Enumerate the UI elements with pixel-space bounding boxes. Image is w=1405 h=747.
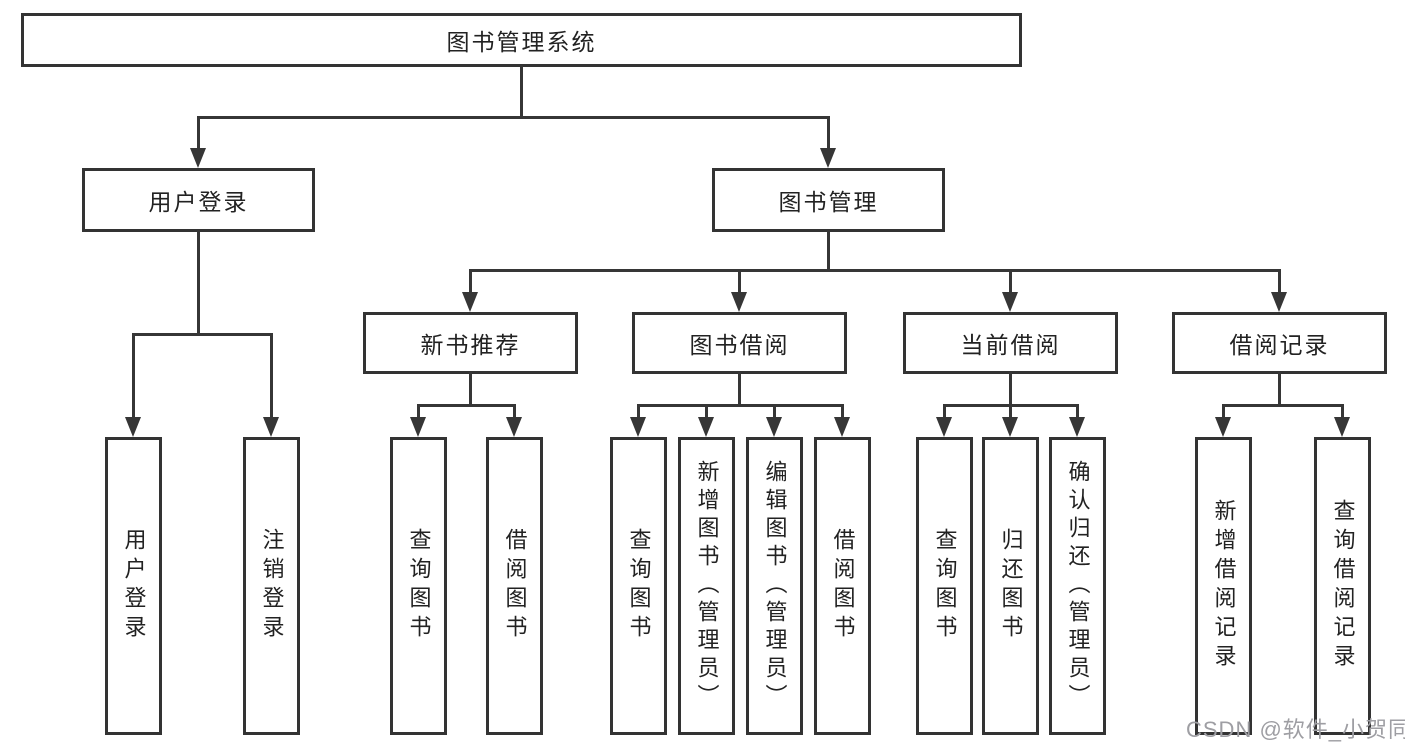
connector-line (132, 333, 273, 336)
arrow-down-icon (1271, 292, 1287, 312)
node-book-borrow: 图书借阅 (632, 312, 847, 374)
leaf-borrow-add-admin-label: 新增图书（管理员） (694, 460, 720, 712)
leaf-newbook-query-label: 查询图书 (406, 528, 432, 644)
leaf-return-book: 归还图书 (982, 437, 1039, 735)
connector-line (1009, 372, 1012, 407)
node-book-borrow-label: 图书借阅 (689, 332, 790, 358)
connector-line (1076, 404, 1079, 420)
connector-line (197, 116, 830, 119)
connector-line (469, 269, 472, 295)
leaf-user-login-label: 用户登录 (121, 528, 147, 644)
leaf-query-borrow-record-label: 查询借阅记录 (1330, 499, 1356, 673)
node-book-management: 图书管理 (712, 168, 945, 232)
arrow-down-icon (1002, 292, 1018, 312)
arrow-down-icon (125, 417, 141, 437)
node-current-borrow-label: 当前借阅 (960, 332, 1061, 358)
leaf-logout: 注销登录 (243, 437, 300, 735)
arrow-down-icon (410, 417, 426, 437)
leaf-borrow-query: 查询图书 (610, 437, 667, 735)
leaf-borrow-add-admin: 新增图书（管理员） (678, 437, 735, 735)
leaf-borrow-book-label: 借阅图书 (830, 528, 856, 644)
connector-line (1341, 404, 1344, 420)
arrow-down-icon (462, 292, 478, 312)
arrow-down-icon (698, 417, 714, 437)
leaf-borrow-book: 借阅图书 (814, 437, 871, 735)
node-book-management-label: 图书管理 (778, 189, 879, 215)
leaf-newbook-query: 查询图书 (390, 437, 447, 735)
arrow-down-icon (1215, 417, 1231, 437)
connector-line (520, 65, 523, 118)
node-borrow-records: 借阅记录 (1172, 312, 1387, 374)
arrow-down-icon (936, 417, 952, 437)
connector-line (513, 404, 516, 420)
connector-line (1278, 372, 1281, 407)
connector-line (1222, 404, 1344, 407)
connector-line (469, 372, 472, 407)
leaf-return-book-label: 归还图书 (998, 528, 1024, 644)
connector-line (197, 230, 200, 335)
connector-line (197, 116, 200, 150)
leaf-confirm-return-admin-label: 确认归还（管理员） (1065, 460, 1091, 712)
connector-line (637, 404, 640, 420)
connector-line (637, 404, 844, 407)
connector-line (417, 404, 516, 407)
connector-line (1222, 404, 1225, 420)
node-root-label: 图书管理系统 (446, 29, 597, 55)
node-new-book-recommend-label: 新书推荐 (420, 332, 521, 358)
connector-line (1009, 269, 1012, 295)
connector-line (270, 333, 273, 420)
leaf-current-query: 查询图书 (916, 437, 973, 735)
leaf-borrow-edit-admin: 编辑图书（管理员） (746, 437, 803, 735)
node-current-borrow: 当前借阅 (903, 312, 1118, 374)
node-root-system: 图书管理系统 (21, 13, 1022, 67)
leaf-current-query-label: 查询图书 (932, 528, 958, 644)
leaf-query-borrow-record: 查询借阅记录 (1314, 437, 1371, 735)
leaf-newbook-borrow-label: 借阅图书 (502, 528, 528, 644)
leaf-confirm-return-admin: 确认归还（管理员） (1049, 437, 1106, 735)
connector-line (417, 404, 420, 420)
arrow-down-icon (731, 292, 747, 312)
connector-line (943, 404, 946, 420)
leaf-newbook-borrow: 借阅图书 (486, 437, 543, 735)
arrow-down-icon (506, 417, 522, 437)
arrow-down-icon (820, 148, 836, 168)
connector-line (738, 269, 741, 295)
arrow-down-icon (1334, 417, 1350, 437)
connector-line (773, 404, 776, 420)
node-user-login-label: 用户登录 (148, 189, 249, 215)
csdn-watermark: CSDN @软件_小贺同学 (1186, 717, 1405, 742)
connector-line (841, 404, 844, 420)
connector-line (827, 230, 830, 272)
connector-line (705, 404, 708, 420)
leaf-borrow-query-label: 查询图书 (626, 528, 652, 644)
leaf-borrow-edit-admin-label: 编辑图书（管理员） (762, 460, 788, 712)
node-new-book-recommend: 新书推荐 (363, 312, 578, 374)
leaf-add-borrow-record-label: 新增借阅记录 (1211, 499, 1237, 673)
arrow-down-icon (190, 148, 206, 168)
arrow-down-icon (263, 417, 279, 437)
connector-line (1278, 269, 1281, 295)
arrow-down-icon (766, 417, 782, 437)
arrow-down-icon (630, 417, 646, 437)
arrow-down-icon (834, 417, 850, 437)
connector-line (1009, 404, 1012, 420)
node-user-login: 用户登录 (82, 168, 315, 232)
connector-line (827, 116, 830, 150)
arrow-down-icon (1069, 417, 1085, 437)
arrow-down-icon (1002, 417, 1018, 437)
connector-line (132, 333, 135, 420)
connector-line (738, 372, 741, 407)
connector-line (469, 269, 1281, 272)
leaf-user-login: 用户登录 (105, 437, 162, 735)
node-borrow-records-label: 借阅记录 (1229, 332, 1330, 358)
leaf-logout-label: 注销登录 (259, 528, 285, 644)
leaf-add-borrow-record: 新增借阅记录 (1195, 437, 1252, 735)
